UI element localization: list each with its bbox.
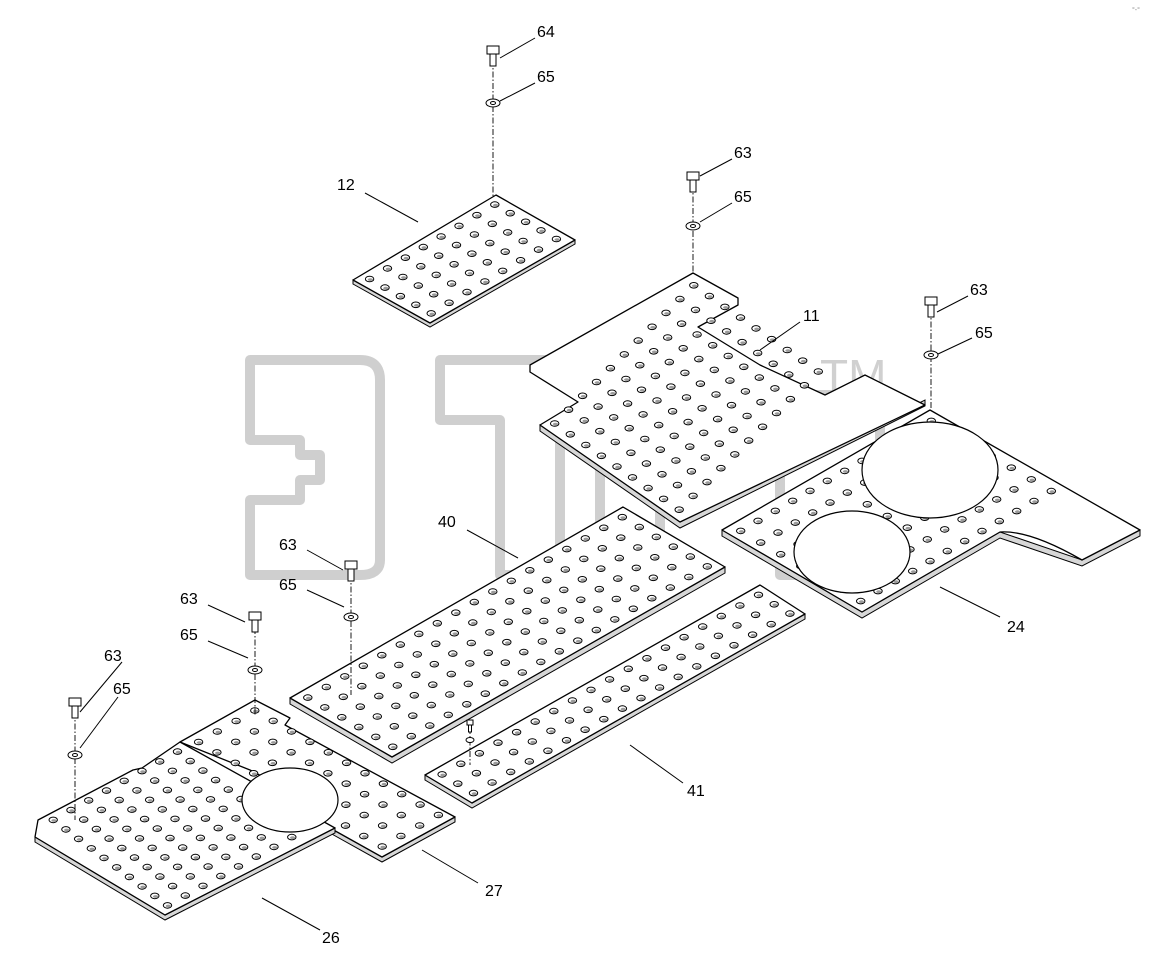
plate-24-cutout-lower (793, 510, 911, 594)
bolt-small-icon (466, 719, 474, 733)
leader-lines (79, 37, 1001, 931)
plate-26-holes (48, 748, 297, 909)
plate-40-holes (303, 513, 712, 751)
plate-12-holes (364, 201, 562, 317)
washer-65-icon (685, 221, 701, 231)
label-65: 65 (279, 577, 297, 594)
bolt-63-icon (68, 697, 82, 719)
plate-12 (352, 194, 576, 328)
callout-labels: 64 65 12 63 65 11 63 65 24 40 63 65 63 6… (104, 24, 1025, 947)
bolt-64-icon (486, 45, 500, 67)
plate-11-holes (550, 282, 823, 514)
plate-41 (424, 584, 806, 809)
plate-11 (529, 272, 926, 529)
label-63: 63 (734, 145, 752, 162)
washer-65-icon (247, 665, 263, 675)
plate-26-27-shared-cutout (241, 767, 339, 833)
bolt-63-icon (344, 560, 358, 582)
plate-41-holes (437, 591, 795, 797)
bolts (68, 45, 938, 733)
label-65: 65 (180, 627, 198, 644)
plate-24-cutout-upper (861, 421, 999, 519)
bolt-63-icon (686, 171, 700, 193)
label-63: 63 (104, 648, 122, 665)
bolt-63-icon (924, 296, 938, 318)
washer-small-icon (465, 737, 475, 743)
plate-24 (721, 409, 1141, 619)
washer-65-icon (343, 612, 359, 622)
washers (67, 98, 939, 760)
plate-27-holes (193, 707, 444, 850)
label-11: 11 (803, 308, 820, 325)
plate-40 (289, 506, 726, 764)
label-63: 63 (180, 591, 198, 608)
label-65: 65 (537, 69, 555, 86)
label-24: 24 (1007, 619, 1025, 636)
corner-mark: °-° (1132, 6, 1140, 14)
label-63: 63 (279, 537, 297, 554)
washer-65-icon (485, 98, 501, 108)
label-26: 26 (322, 930, 340, 947)
washer-65-icon (923, 350, 939, 360)
label-65: 65 (734, 189, 752, 206)
washer-65-icon (67, 750, 83, 760)
label-63: 63 (970, 282, 988, 299)
label-65: 65 (975, 325, 993, 342)
label-65: 65 (113, 681, 131, 698)
bolt-63-icon (248, 611, 262, 633)
label-40: 40 (438, 514, 456, 531)
label-64: 64 (537, 24, 555, 41)
plate-26 (34, 741, 339, 921)
label-41: 41 (687, 783, 705, 800)
label-12: 12 (337, 177, 355, 194)
label-27: 27 (485, 883, 503, 900)
